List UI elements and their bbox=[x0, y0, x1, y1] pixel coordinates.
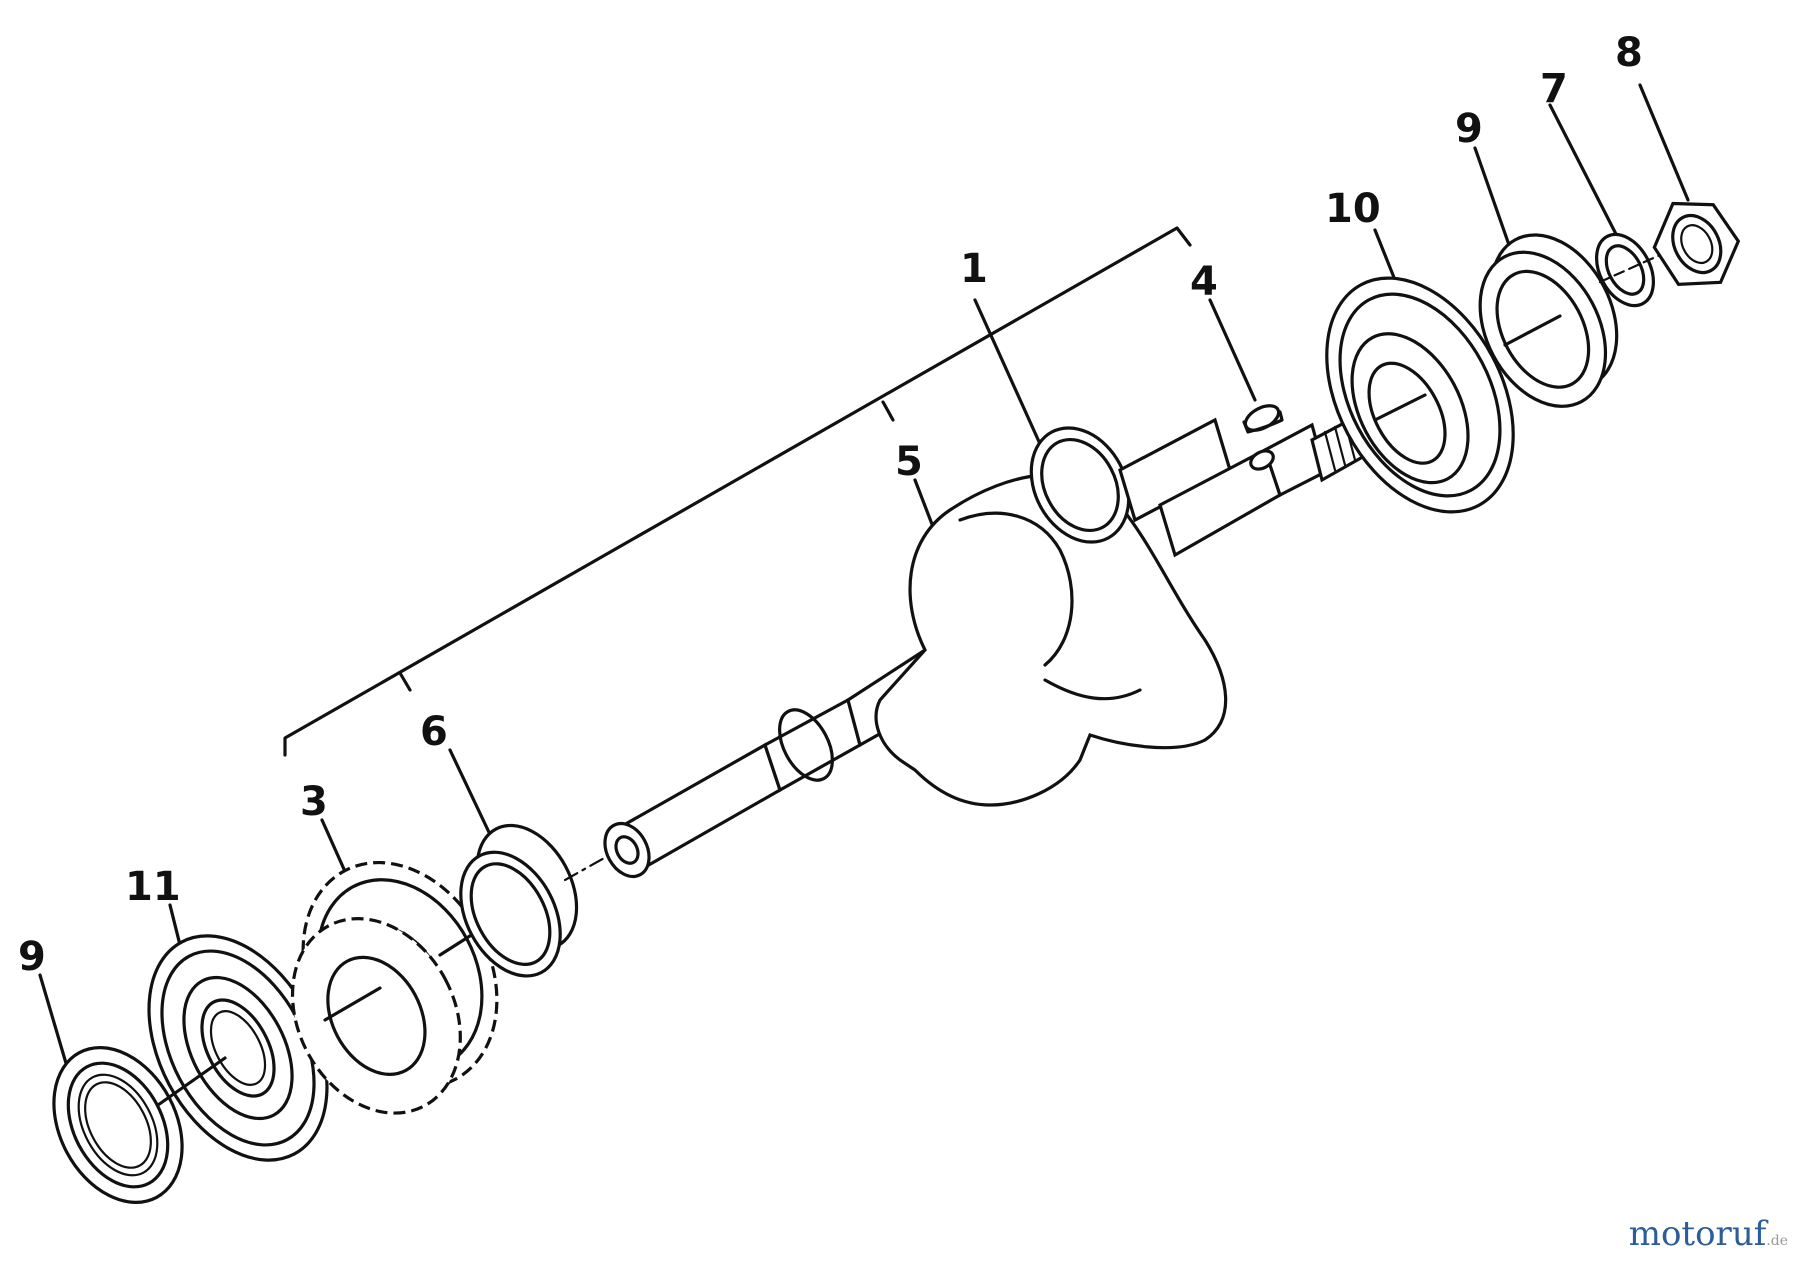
watermark-logo: motoruf.de bbox=[1629, 1214, 1788, 1254]
callout-6: 6 bbox=[420, 709, 448, 755]
oil-seal-right bbox=[1478, 233, 1619, 408]
callout-11: 11 bbox=[125, 864, 181, 910]
callout-9-left: 9 bbox=[18, 934, 46, 980]
hex-nut bbox=[1652, 201, 1741, 286]
callout-7: 7 bbox=[1540, 66, 1568, 112]
crankshaft bbox=[603, 409, 1377, 879]
assembly-bracket bbox=[283, 226, 1192, 757]
callout-labels: 1 4 5 6 3 11 9 10 9 7 8 bbox=[18, 30, 1643, 980]
watermark-name: motoruf bbox=[1628, 1214, 1767, 1254]
callout-3: 3 bbox=[300, 779, 328, 825]
callout-10: 10 bbox=[1325, 186, 1381, 232]
ball-bearing-right bbox=[1325, 276, 1515, 514]
callout-5: 5 bbox=[895, 439, 923, 485]
callout-9-right: 9 bbox=[1455, 106, 1483, 152]
callout-1: 1 bbox=[960, 246, 988, 292]
spacer-ring bbox=[459, 823, 579, 978]
woodruff-key bbox=[1242, 404, 1284, 434]
callout-8: 8 bbox=[1615, 30, 1643, 76]
callout-4: 4 bbox=[1190, 259, 1218, 305]
leader-lines bbox=[38, 83, 1690, 1072]
watermark-suffix: .de bbox=[1766, 1233, 1788, 1249]
